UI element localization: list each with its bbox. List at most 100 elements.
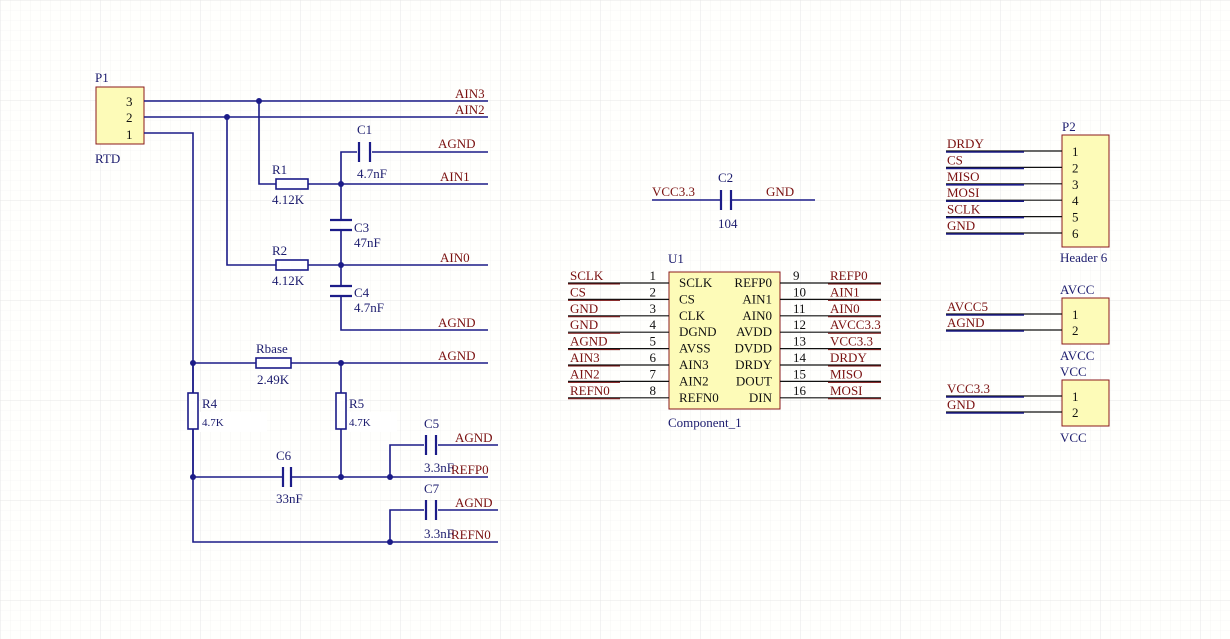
u1-pin-name: SCLK — [679, 275, 713, 290]
resistor-r5[interactable]: R5 4.7K — [335, 392, 397, 432]
rbase-designator: Rbase — [256, 341, 288, 356]
r2-designator: R2 — [272, 243, 287, 258]
avcc-designator: AVCC — [1060, 282, 1094, 297]
junction-dot — [338, 360, 344, 366]
net-label-agnd-c5: AGND — [455, 430, 493, 445]
header-net-label: VCC3.3 — [947, 381, 990, 396]
u1-pin-name: AVSS — [679, 341, 711, 356]
c1-designator: C1 — [357, 122, 372, 137]
u1-net-label: MISO — [830, 366, 863, 381]
c7-value: 3.3nF — [424, 526, 454, 541]
junction-dot — [338, 262, 344, 268]
capacitor-c3[interactable]: C3 47nF — [330, 218, 381, 250]
capacitor-c4[interactable]: C4 4.7nF — [330, 284, 384, 315]
u1-net-label: DRDY — [830, 350, 867, 365]
u1-net-label: SCLK — [570, 268, 604, 283]
c2-plates — [719, 190, 733, 210]
u1-net-label: AGND — [570, 334, 608, 349]
u1-pin-number: 6 — [650, 350, 657, 365]
capacitor-c2[interactable]: VCC3.3 GND C2 104 — [652, 170, 815, 231]
c3-value: 47nF — [354, 235, 381, 250]
u1-pin-name: AIN3 — [679, 357, 709, 372]
u1-body — [668, 271, 781, 410]
resistor-r2[interactable]: R2 4.12K — [272, 243, 309, 288]
wire-c1-left — [340, 151, 357, 184]
vcc-designator: VCC — [1060, 364, 1087, 379]
u1-pin-name: DOUT — [736, 373, 772, 388]
header-net-label: MOSI — [947, 185, 980, 200]
p2-designator: P2 — [1062, 119, 1076, 134]
header-pin-number: 1 — [1072, 389, 1079, 404]
r2-value: 4.12K — [272, 273, 305, 288]
u1-net-label: AVCC3.3 — [830, 317, 881, 332]
u1-net-label: AIN3 — [570, 350, 600, 365]
p1-value: RTD — [95, 151, 120, 166]
net-label-agnd-c1: AGND — [438, 136, 476, 151]
junction-dot — [387, 539, 393, 545]
u1-pin-name: AIN2 — [679, 373, 709, 388]
p1-body — [95, 86, 145, 145]
header-pin-number: 5 — [1072, 210, 1079, 225]
r2-body — [275, 259, 309, 271]
capacitor-c6[interactable]: C6 33nF — [276, 448, 303, 506]
u1-net-label: GND — [570, 301, 598, 316]
capacitor-c7[interactable]: C7 3.3nF — [424, 481, 454, 541]
wire-r1-branch — [258, 101, 276, 185]
u1-pin-name: AVDD — [736, 324, 772, 339]
u1-pin-name: DVDD — [734, 341, 772, 356]
header-pin-number: 6 — [1072, 226, 1079, 241]
u1-pin-number: 12 — [793, 317, 806, 332]
u1-pin-number: 4 — [650, 317, 657, 332]
c7-plates — [424, 500, 438, 520]
u1-pin-name: CS — [679, 291, 695, 306]
p1-designator: P1 — [95, 70, 109, 85]
u1-pin-name: CLK — [679, 308, 706, 323]
header-net-label: MISO — [947, 169, 980, 184]
r5-value: 4.7K — [349, 417, 371, 429]
u1-pin-number: 13 — [793, 334, 806, 349]
connector-p1[interactable]: P1 RTD 3 2 1 — [95, 70, 145, 166]
r4-label-background — [199, 412, 267, 432]
r1-designator: R1 — [272, 162, 287, 177]
r5-designator: R5 — [349, 396, 364, 411]
r5-label-background — [347, 412, 397, 432]
junction-dot — [190, 474, 196, 480]
vcc-value: VCC — [1060, 430, 1087, 445]
p2-value: Header 6 — [1060, 250, 1108, 265]
r5-body — [335, 392, 347, 430]
header-net-label: DRDY — [947, 136, 984, 151]
u1-pin-name: REFN0 — [679, 390, 719, 405]
resistor-r1[interactable]: R1 4.12K — [272, 162, 309, 207]
c5-value: 3.3nF — [424, 460, 454, 475]
u1-pin-number: 11 — [793, 301, 806, 316]
u1-pin-number: 1 — [650, 268, 657, 283]
junction-dot — [190, 360, 196, 366]
rbase-body — [255, 357, 292, 369]
resistor-r4[interactable]: R4 4.7K — [187, 392, 267, 432]
u1-pin-number: 2 — [650, 284, 657, 299]
capacitor-c1[interactable]: C1 4.7nF — [357, 122, 387, 181]
net-label-agnd-rbase: AGND — [438, 348, 476, 363]
header-net-label: GND — [947, 397, 975, 412]
u1-pin-number: 15 — [793, 366, 806, 381]
capacitor-c5[interactable]: C5 3.3nF — [424, 416, 454, 475]
r4-value: 4.7K — [202, 417, 224, 429]
p1-pin2-number: 2 — [126, 110, 133, 125]
net-label-refp0: REFP0 — [451, 462, 489, 477]
wire-p1-pin1 — [144, 132, 392, 543]
header-net-label: GND — [947, 218, 975, 233]
c6-plates — [281, 467, 293, 487]
u1-net-label: REFN0 — [570, 383, 610, 398]
c4-plates — [330, 284, 352, 298]
u1-value: Component_1 — [668, 415, 742, 430]
resistor-rbase[interactable]: Rbase 2.49K — [255, 341, 292, 387]
